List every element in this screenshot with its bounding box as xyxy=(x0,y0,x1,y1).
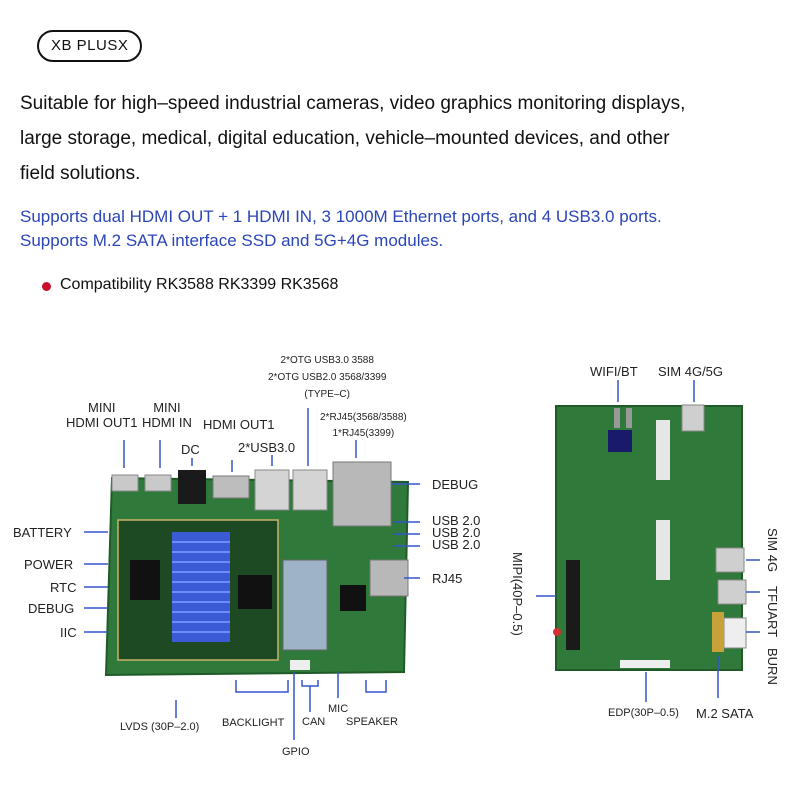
rj45-single xyxy=(369,559,409,597)
label-can: CAN xyxy=(302,716,326,728)
description-line: Suitable for high–speed industrial camer… xyxy=(20,93,686,114)
left-board xyxy=(104,461,410,677)
label-dc: DC xyxy=(181,442,200,457)
pcb-chip xyxy=(340,585,366,611)
compatibility-text: Compatibility RK3588 RK3399 RK3568 xyxy=(60,276,339,293)
m2-slot-top xyxy=(656,420,670,480)
mini-hdmi-out1-port xyxy=(111,474,139,492)
label-mini-hdmi-out1: MINI HDMI OUT1 xyxy=(66,400,138,430)
label-iic: IIC xyxy=(60,625,77,640)
label-m2-sata: M.2 SATA xyxy=(696,706,754,721)
heatsink xyxy=(172,532,230,642)
label-rtc: RTC xyxy=(50,580,77,595)
label-mipi: MIPI(40P–0.5) xyxy=(510,552,525,636)
description-text: Suitable for high–speed industrial camer… xyxy=(20,86,790,191)
uart-connector xyxy=(723,617,747,649)
highlight-line: Supports dual HDMI OUT + 1 HDMI IN, 3 10… xyxy=(20,207,662,226)
label-wifi-bt: WIFI/BT xyxy=(590,364,638,379)
label-usb30: 2*USB3.0 xyxy=(238,440,296,455)
label-uart: UART xyxy=(765,602,780,638)
description-line: large storage, medical, digital educatio… xyxy=(20,128,670,149)
emmc-chip xyxy=(238,575,272,609)
lvds-ribbon xyxy=(282,559,328,651)
status-led xyxy=(553,628,561,636)
label-rj45: RJ45 xyxy=(432,571,463,586)
mini-hdmi-in-port xyxy=(144,474,172,492)
label-debug-left: DEBUG xyxy=(28,601,75,616)
rj45-stack xyxy=(332,461,392,527)
label-mic: MIC xyxy=(328,703,349,715)
label-gpio: GPIO xyxy=(282,746,310,758)
feature-highlight: Supports dual HDMI OUT + 1 HDMI IN, 3 10… xyxy=(20,205,800,253)
label-lvds: LVDS (30P–2.0) xyxy=(120,721,200,733)
sim-4g-slot xyxy=(715,547,745,573)
memory-chip xyxy=(130,560,160,600)
label-rj45-multi: 2*RJ45(3568/3588) 1*RJ45(3399) xyxy=(320,412,407,439)
edp-connector xyxy=(620,660,670,668)
label-backlight: BACKLIGHT xyxy=(222,717,285,729)
hdmi-out1-port xyxy=(212,475,250,499)
label-battery: BATTERY xyxy=(13,525,72,540)
gpio-header xyxy=(290,660,310,670)
bullet-dot xyxy=(42,282,51,291)
label-sim-4g5g: SIM 4G/5G xyxy=(658,364,724,379)
heatsink-fins xyxy=(172,541,230,633)
wifi-antenna-b xyxy=(626,408,632,428)
tf-slot xyxy=(717,579,747,605)
label-hdmi-out1: HDMI OUT1 xyxy=(203,417,275,432)
wifi-module xyxy=(608,430,632,452)
wifi-antenna-a xyxy=(614,408,620,428)
label-speaker: SPEAKER xyxy=(346,716,398,728)
label-mini-hdmi-in: MINI HDMI IN xyxy=(142,400,192,430)
right-pointers xyxy=(536,380,760,702)
description-line: field solutions. xyxy=(20,163,141,184)
label-otg: 2*OTG USB3.0 3588 2*OTG USB2.0 3568/3399… xyxy=(268,355,387,400)
brand-logo: XB PLUSX xyxy=(37,30,143,62)
dc-jack xyxy=(178,470,206,504)
label-power: POWER xyxy=(24,557,74,572)
usb30-port-b xyxy=(292,469,328,511)
label-sim-4g: SIM 4G xyxy=(765,528,780,573)
m2-sata-slot xyxy=(712,612,724,652)
label-tf: TF xyxy=(765,586,780,602)
sim-4g5g-slot xyxy=(681,404,705,432)
right-board xyxy=(553,404,747,671)
m2-slot-bottom xyxy=(656,520,670,580)
highlight-line: Supports M.2 SATA interface SSD and 5G+4… xyxy=(20,231,444,250)
label-edp: EDP(30P–0.5) xyxy=(608,707,679,719)
label-usb20-group: USB 2.0 USB 2.0 USB 2.0 xyxy=(432,513,481,552)
usb30-port-a xyxy=(254,469,290,511)
right-pcb xyxy=(555,405,743,671)
left-pointers xyxy=(84,408,420,740)
mipi-connector xyxy=(566,560,580,650)
label-debug-right: DEBUG xyxy=(432,477,479,492)
label-burn: BURN xyxy=(765,648,780,685)
